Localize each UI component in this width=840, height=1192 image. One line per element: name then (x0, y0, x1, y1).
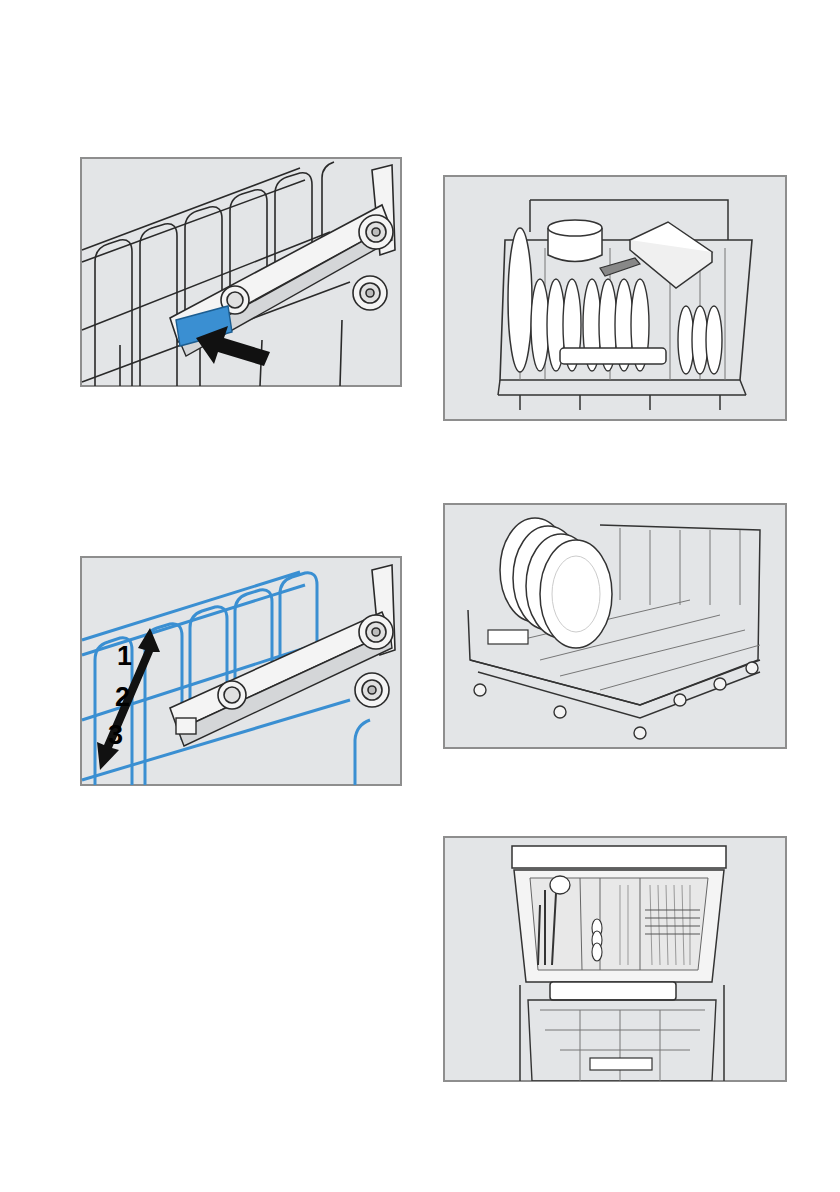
basket-frame (500, 240, 752, 380)
wheel-hub (362, 680, 382, 700)
upper-basket (498, 200, 752, 410)
plate (706, 306, 722, 374)
plate (540, 540, 612, 648)
utensil (538, 890, 556, 965)
callout-number: 1 (117, 643, 132, 670)
callout-number: 2 (115, 684, 130, 711)
wheel (474, 684, 486, 696)
panel-background (81, 158, 401, 386)
wheel (355, 673, 389, 707)
wheel-hub (224, 687, 240, 703)
drawer-handle (550, 982, 676, 1000)
rail (170, 165, 395, 366)
forks (645, 910, 700, 934)
wheel-hub (227, 292, 243, 308)
basket-handle (560, 348, 666, 364)
appliance-body (520, 985, 724, 1081)
wheel-hub (360, 283, 380, 303)
wheel (218, 681, 246, 709)
wheel (746, 662, 758, 674)
wheel-hub (366, 222, 386, 242)
upper-basket (528, 1000, 716, 1081)
wheel (634, 727, 646, 739)
callout-number: 3 (108, 722, 123, 749)
plate-well (552, 556, 600, 632)
basket-wire (95, 240, 132, 386)
basket-handle (488, 630, 528, 644)
dish-side (630, 240, 712, 288)
basket-frame (498, 380, 746, 410)
rail-beam (170, 612, 390, 730)
wheel-axle (372, 628, 380, 636)
basket-wire (520, 528, 760, 690)
plate (508, 228, 532, 372)
panel-background (444, 176, 786, 420)
drawer-divider (580, 878, 640, 970)
rail (97, 565, 395, 770)
wheel (221, 215, 393, 314)
wheel (353, 276, 387, 310)
basket-wire (355, 720, 370, 785)
wheel (674, 694, 686, 706)
pan-handle (600, 258, 640, 276)
push-arrow (196, 326, 270, 366)
basket-handle (590, 1058, 652, 1070)
wheel-hub (366, 622, 386, 642)
release-lever (176, 718, 196, 734)
bowl-rim (548, 220, 602, 236)
panel-background (81, 557, 401, 785)
wheel-axle (368, 686, 376, 694)
wheel (359, 215, 393, 249)
appliance-top (512, 846, 726, 868)
drawer-tray (514, 870, 724, 982)
basket-frame (530, 200, 728, 240)
tine-rack (620, 885, 690, 965)
ladle (550, 876, 570, 894)
cutlery-drawer (512, 846, 726, 1081)
basket-frame (470, 660, 760, 718)
lower-basket (468, 518, 760, 739)
double-arrow (97, 628, 160, 770)
wheel-axle (372, 228, 380, 236)
panel-background (444, 837, 786, 1081)
panel-background (444, 504, 786, 748)
basket-wire (540, 1010, 705, 1081)
wheel-axle (366, 289, 374, 297)
rail-beam-side (178, 632, 392, 746)
wheel (554, 706, 566, 718)
basket-wire (140, 224, 177, 386)
wheel (714, 678, 726, 690)
spoon (592, 943, 602, 961)
wheel (359, 615, 393, 649)
